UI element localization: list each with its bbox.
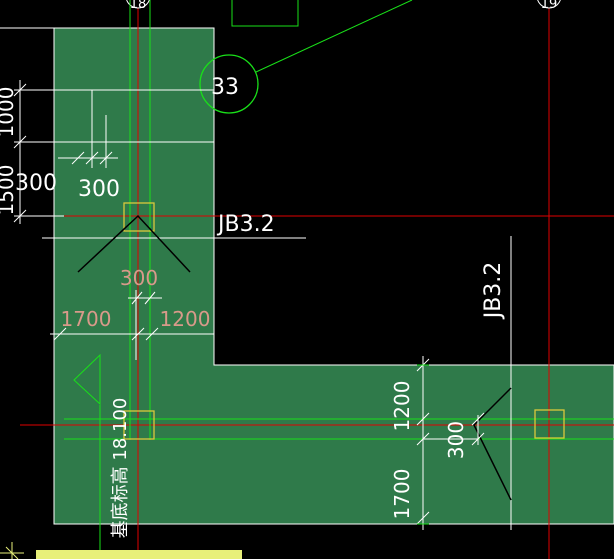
axis-bubble-18 [126, 0, 150, 9]
section-label-vertical: JB3.2 [481, 262, 506, 321]
rebar-chevron-right [473, 387, 512, 501]
axis-bubble-19 [537, 0, 561, 9]
dim-text-1500: 1500 [0, 165, 18, 216]
node-marker-right [534, 409, 565, 439]
dim-text-300-vertical: 300 [444, 421, 468, 459]
dim-text-300-left: 300 [15, 171, 57, 196]
foundation-slab-region [53, 27, 614, 525]
status-bar[interactable] [36, 550, 242, 559]
dim-text-1200-vertical: 1200 [390, 381, 414, 432]
dim-text-300-inner: 300 [78, 177, 120, 202]
dimension-lines-left [13, 80, 306, 239]
dimension-lines-center [50, 290, 214, 360]
node-marker-lower-left [123, 410, 155, 440]
callout-bubble-33 [199, 54, 259, 114]
foundation-elevation-label: 基底标高 18.100 [110, 398, 131, 539]
axis-label-19: 19 [541, 0, 558, 12]
callout-leader [255, 0, 413, 73]
rebar-chevron-upper [77, 214, 191, 273]
dim-text-1200-right: 1200 [160, 307, 211, 331]
dim-text-1000: 1000 [0, 87, 18, 138]
dimension-ticks-right-green [417, 364, 429, 525]
cursor-crosshair [0, 542, 24, 559]
section-label-horizontal: JB3.2 [216, 212, 275, 237]
edge-arrow-marker [73, 353, 101, 406]
dim-text-300-center: 300 [120, 266, 158, 290]
dim-text-1700-left: 1700 [61, 307, 112, 331]
top-frame-outline [231, 0, 299, 27]
dim-text-1700-vertical: 1700 [390, 469, 414, 520]
node-marker-upper [123, 202, 155, 232]
callout-number: 33 [211, 75, 239, 100]
axis-label-18: 18 [130, 0, 147, 12]
